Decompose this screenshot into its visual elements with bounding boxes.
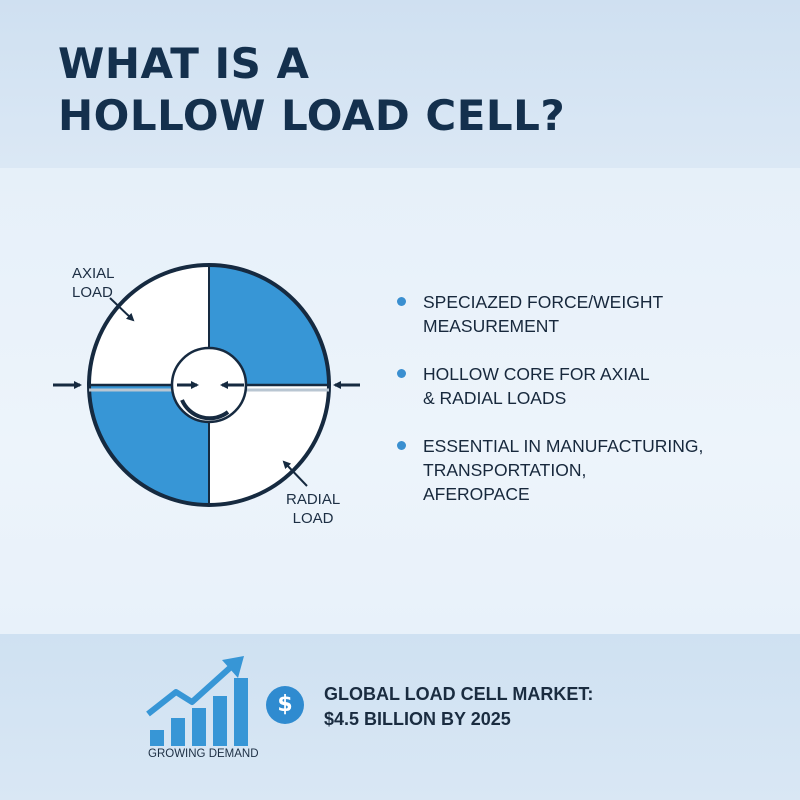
market-statement: GLOBAL LOAD CELL MARKET: $4.5 BILLION BY… <box>324 682 593 732</box>
axial-label-line-2: LOAD <box>72 284 113 301</box>
bullet-item: SPECIAZED FORCE/WEIGHT MEASUREMENT <box>395 290 785 338</box>
load-cell-graphic <box>53 263 360 507</box>
bullet-dot-icon <box>397 441 406 450</box>
radial-load-label: RADIAL LOAD <box>286 490 340 528</box>
bullet-text: ESSENTIAL IN MANUFACTURING, TRANSPORTATI… <box>423 436 704 504</box>
axial-load-label: AXIAL LOAD <box>72 264 115 302</box>
hollow-core <box>170 346 248 424</box>
load-cell-ring <box>87 263 331 507</box>
bullet-list: SPECIAZED FORCE/WEIGHT MEASUREMENT HOLLO… <box>395 290 785 530</box>
radial-label-line-1: RADIAL <box>286 491 341 508</box>
axial-label-line-1: AXIAL <box>72 265 115 282</box>
bullet-dot-icon <box>397 297 406 306</box>
axial-pointer-arrow <box>109 297 135 322</box>
title-line-1: WHAT IS A <box>58 39 310 88</box>
dollar-coin-icon: $ <box>266 686 304 724</box>
radial-pointer-arrow <box>282 460 308 487</box>
radial-label-line-2: LOAD <box>292 510 334 527</box>
market-line-1: GLOBAL LOAD CELL MARKET: <box>324 684 594 704</box>
bullet-item: ESSENTIAL IN MANUFACTURING, TRANSPORTATI… <box>395 434 785 506</box>
bullet-text: HOLLOW CORE FOR AXIAL & RADIAL LOADS <box>423 364 650 408</box>
bullet-item: HOLLOW CORE FOR AXIAL & RADIAL LOADS <box>395 362 785 410</box>
page-title: WHAT IS A HOLLOW LOAD CELL? <box>58 38 565 142</box>
growth-chart-icon <box>146 656 248 746</box>
market-line-2: $4.5 BILLION BY 2025 <box>324 709 511 729</box>
bullet-dot-icon <box>397 369 406 378</box>
header-band: WHAT IS A HOLLOW LOAD CELL? <box>0 0 800 168</box>
title-line-2: HOLLOW LOAD CELL? <box>58 91 566 140</box>
bullet-text: SPECIAZED FORCE/WEIGHT MEASUREMENT <box>423 292 663 336</box>
growing-demand-label: GROWING DEMAND <box>148 748 259 760</box>
footer-band <box>0 634 800 800</box>
load-cell-diagram: AXIAL LOAD RADIAL LOAD <box>0 168 400 634</box>
